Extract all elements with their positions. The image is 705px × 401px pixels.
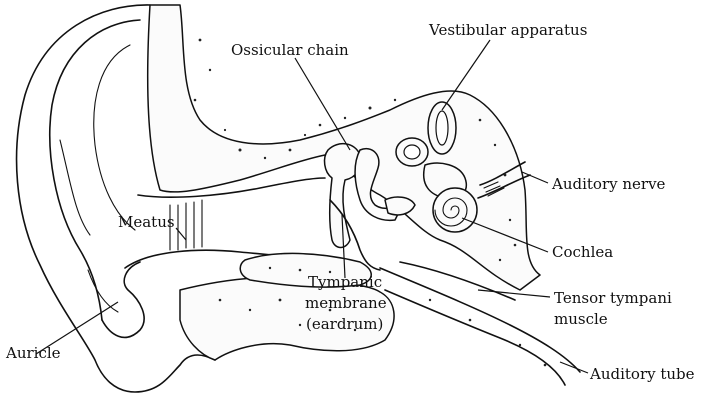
label-meatus: Meatus (118, 213, 175, 232)
auditory-tube-shape (380, 262, 580, 385)
label-auditory-tube: Auditory tube (590, 365, 695, 384)
label-tympanic-line3: (eardrum) (306, 315, 383, 334)
label-auditory-nerve: Auditory nerve (552, 175, 665, 194)
label-ossicular-chain: Ossicular chain (231, 41, 349, 60)
leader-auditory-tube (560, 362, 588, 373)
label-cochlea: Cochlea (552, 243, 613, 262)
label-tensor-line1: Tensor tympani (554, 289, 672, 308)
label-auricle: Auricle (6, 344, 61, 363)
leader-tensor-tympani (478, 290, 550, 297)
label-tympanic-line2: membrane (305, 294, 387, 313)
label-vestibular-apparatus: Vestibular apparatus (429, 21, 587, 40)
cochlea-shape (433, 188, 477, 232)
label-tympanic-line1: Tympanic (308, 273, 382, 292)
label-tensor-line2: muscle (554, 310, 608, 329)
